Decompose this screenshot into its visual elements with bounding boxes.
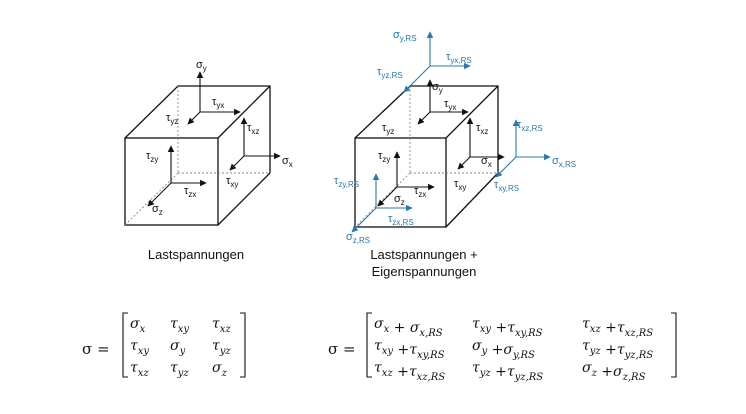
right-tau-zx-label: τzx xyxy=(414,185,426,199)
left-tau-yz-label: τyz xyxy=(166,112,178,126)
left-matrix-cell: τxy xyxy=(130,338,149,357)
left-matrix-cell: σy xyxy=(170,338,186,357)
right-tau-zy-rs-label: τzy,RS xyxy=(334,175,359,189)
right-tau-xy-label: τxy xyxy=(454,178,466,192)
right-residual-stress-labels: σy,RS τyx,RS τyz,RS τxz,RS σx,RS τxy,RS … xyxy=(334,29,576,245)
left-equation-lhs: σ = xyxy=(82,340,110,358)
right-caption-line1: Lastspannungen + xyxy=(370,247,477,262)
right-matrix-cell: τyz +τyz,RS xyxy=(472,360,543,383)
right-tau-zy-label: τzy xyxy=(378,150,390,164)
left-matrix-bracket-right xyxy=(240,312,246,378)
left-matrix-cell: τxz xyxy=(130,360,149,379)
left-matrix-cell: τyz xyxy=(170,360,189,379)
right-sigma-x-rs-label: σx,RS xyxy=(552,155,576,169)
right-matrix-cell: τyz +τyz,RS xyxy=(582,338,653,361)
left-sigma-y-label: σy xyxy=(196,59,207,73)
left-matrix-cell: τyz xyxy=(212,338,231,357)
right-tau-xz-rs-label: τxz,RS xyxy=(517,119,543,133)
right-sigma-z-label: σz xyxy=(394,193,405,207)
right-tau-yz-label: τyz xyxy=(382,122,394,136)
right-tau-yx-label: τyx xyxy=(444,98,456,112)
right-tau-xz-label: τxz xyxy=(476,122,488,136)
left-sigma-z-label: σz xyxy=(152,203,163,217)
left-sigma-x-label: σx xyxy=(282,155,293,169)
right-residual-stress-arrows xyxy=(351,31,551,233)
left-tau-zy-label: τzy xyxy=(146,150,158,164)
right-matrix-cell: τxy +τxy,RS xyxy=(374,338,445,361)
left-tau-yx-label: τyx xyxy=(212,96,224,110)
left-stress-labels: σy τyx τyz τxz σx τxy τzy τzx σz xyxy=(146,59,293,217)
right-tau-yz-rs-label: τyz,RS xyxy=(377,66,403,80)
left-matrix-cell: τxy xyxy=(170,316,189,335)
right-matrix-cell: τxz +τxz,RS xyxy=(374,360,445,383)
left-tau-xz-label: τxz xyxy=(247,122,259,136)
left-stress-arrows xyxy=(147,71,281,207)
right-cube xyxy=(354,85,499,228)
right-sigma-y-rs-label: σy,RS xyxy=(393,29,417,43)
left-tau-xy-label: τxy xyxy=(226,175,238,189)
left-caption: Lastspannungen xyxy=(148,247,244,262)
right-caption-line2: Eigenspannungen xyxy=(372,264,477,279)
right-matrix-cell: τxz +τxz,RS xyxy=(582,316,653,339)
right-tau-xy-rs-label: τxy,RS xyxy=(494,179,519,193)
left-cube xyxy=(124,85,271,226)
left-equation: σ = σx τxy τxz τxy σy τyz τxz τyz σz xyxy=(82,312,246,379)
right-sigma-y-label: σy xyxy=(432,81,443,95)
right-matrix-bracket-left xyxy=(366,312,372,378)
left-tau-zx-label: τzx xyxy=(184,185,196,199)
left-matrix-cells: σx τxy τxz τxy σy τyz τxz τyz σz xyxy=(130,316,231,379)
right-stress-arrows xyxy=(377,79,505,207)
right-stress-labels: σy τyx τyz τxz σx τxy τzy τzx σz xyxy=(378,81,492,207)
left-matrix-bracket-left xyxy=(122,312,128,378)
left-matrix-cell: σx xyxy=(130,316,146,335)
right-sigma-x-label: σx xyxy=(481,155,492,169)
right-matrix-cell: σz +σz,RS xyxy=(582,360,646,383)
left-matrix-cell: τxz xyxy=(212,316,231,335)
right-matrix-bracket-right xyxy=(671,312,677,378)
right-sigma-z-rs-label: σz,RS xyxy=(346,231,370,245)
right-matrix-cell: τxy +τxy,RS xyxy=(472,316,543,339)
right-matrix-cell: σx + σx,RS xyxy=(374,316,443,339)
left-matrix-cell: σz xyxy=(212,360,228,379)
right-matrix-cell: σy +σy,RS xyxy=(472,338,535,361)
right-equation-lhs: σ = xyxy=(328,340,356,358)
right-tau-zx-rs-label: τzx,RS xyxy=(388,213,414,227)
right-tau-yx-rs-label: τyx,RS xyxy=(446,51,472,65)
